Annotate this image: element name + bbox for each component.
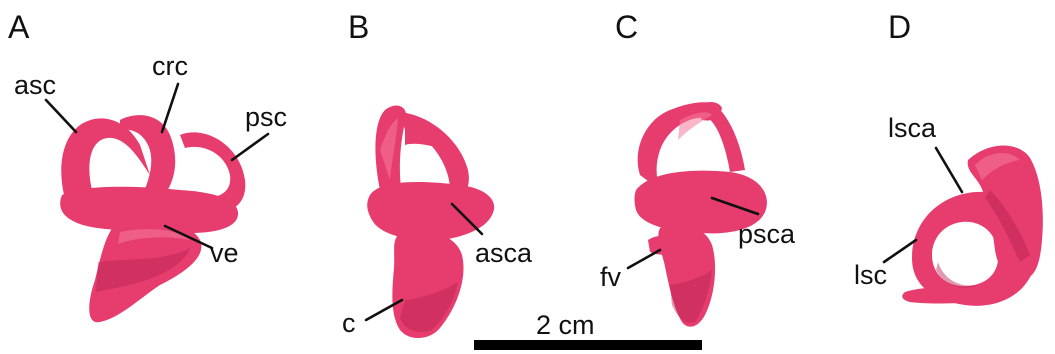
leader-fv [628,250,660,268]
label-lsc: lsc [854,260,887,290]
leader-psc [232,134,268,160]
panel-a-specimen [60,115,245,322]
scale-bar-line [474,340,702,350]
leader-asc [46,100,76,132]
panel-b-letter: B [348,9,369,45]
panel-d: D lsca lsc [854,9,1043,306]
panel-b: B asca c [342,9,533,338]
panel-a: A asc crc psc ve [8,9,287,322]
label-fv: fv [600,262,622,292]
leader-lsc [884,240,916,262]
leader-crc [162,84,178,132]
panel-c-specimen [635,102,767,327]
panel-c-letter: C [615,9,638,45]
label-crc: crc [152,51,188,81]
panel-d-specimen [902,146,1043,306]
label-c: c [342,308,356,338]
panel-c: C psca fv [600,9,796,327]
panel-d-letter: D [888,9,911,45]
label-psc: psc [245,102,287,132]
scale-bar-label: 2 cm [536,310,595,340]
panel-a-letter: A [8,9,30,45]
panel-d-lower-arm [902,287,995,303]
label-lsca: lsca [888,113,937,143]
leader-lsca [936,148,962,192]
label-asc: asc [14,70,56,100]
scale-bar: 2 cm [474,310,702,350]
label-asca: asca [475,238,533,268]
panel-b-specimen [367,106,494,339]
label-ve: ve [210,238,239,268]
label-psca: psca [738,219,796,249]
